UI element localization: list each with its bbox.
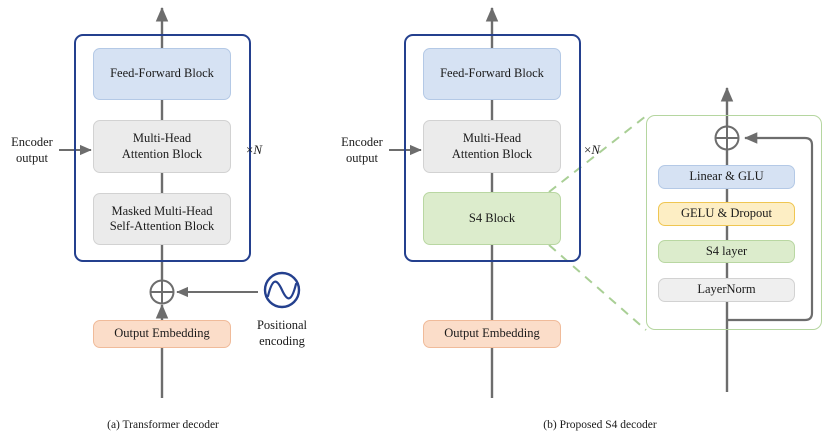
s4-layer-block[interactable]: S4 layer: [658, 240, 795, 263]
s4-block-b[interactable]: S4 Block: [423, 192, 561, 245]
encoder-output-label-b-line1: Encoder: [341, 135, 383, 149]
masked-block-a-label-2: Self-Attention Block: [109, 219, 215, 233]
zoom-guide-bottom: [548, 244, 647, 331]
repeat-count-a: N: [253, 142, 263, 157]
encoder-output-label-b: Encoder output: [334, 135, 390, 166]
multi-head-attention-block-b-label-2: Attention Block: [451, 146, 533, 161]
multi-head-attention-block-a-label-1: Multi-Head: [132, 131, 192, 146]
encoder-output-label-a-line1: Encoder: [11, 135, 53, 149]
layernorm-block[interactable]: LayerNorm: [658, 278, 795, 302]
output-embedding-block-b[interactable]: Output Embedding: [423, 320, 561, 348]
gelu-dropout-block[interactable]: GELU & Dropout: [658, 202, 795, 226]
positional-encoding-label-a: Positional encoding: [248, 318, 316, 349]
repeat-count-b: N: [591, 142, 601, 157]
encoder-output-label-b-line2: output: [346, 150, 378, 165]
multi-head-attention-block-a-label-2: Attention Block: [121, 146, 203, 161]
caption-panel-a: (a) Transformer decoder: [73, 419, 253, 431]
gelu-dropout-block-label: GELU & Dropout: [681, 206, 772, 221]
output-embedding-block-b-label: Output Embedding: [444, 326, 540, 341]
positional-encoding-label-a-line2: encoding: [259, 333, 305, 348]
caption-panel-b-text: (b) Proposed S4 decoder: [543, 419, 657, 431]
zoom-guide-top: [548, 115, 647, 193]
masked-multi-head-self-attention-block-a[interactable]: Masked Multi-Head Self-Attention Block: [93, 193, 231, 245]
s4-layer-block-label: S4 layer: [705, 243, 748, 258]
sine-wave-circle-icon: [263, 271, 301, 309]
feed-forward-block-b[interactable]: Feed-Forward Block: [423, 48, 561, 100]
s4-block-b-label: S4 Block: [468, 210, 516, 225]
feed-forward-block-b-label: Feed-Forward Block: [440, 66, 544, 81]
output-embedding-block-a[interactable]: Output Embedding: [93, 320, 231, 348]
linear-glu-block[interactable]: Linear & GLU: [658, 165, 795, 189]
positional-encoding-label-a-line1: Positional: [256, 318, 307, 332]
output-embedding-block-a-label: Output Embedding: [114, 326, 210, 341]
decoder-stack-outline-a: [74, 34, 251, 262]
decoder-stack-outline-b: [404, 34, 581, 262]
feed-forward-block-a-label: Feed-Forward Block: [110, 66, 214, 81]
repeat-symbol-b: ×: [584, 142, 592, 157]
feed-forward-block-a[interactable]: Feed-Forward Block: [93, 48, 231, 100]
multi-head-attention-block-b[interactable]: Multi-Head Attention Block: [423, 120, 561, 173]
multi-head-attention-block-a[interactable]: Multi-Head Attention Block: [93, 120, 231, 173]
s4-block-detail-outline: [646, 115, 822, 330]
encoder-output-label-a: Encoder output: [4, 135, 60, 166]
repeat-label-b: ×N: [584, 142, 618, 158]
encoder-output-label-a-line2: output: [16, 150, 48, 165]
caption-panel-a-text: (a) Transformer decoder: [107, 419, 219, 431]
inset-skip-connection: [727, 132, 814, 322]
repeat-label-a: ×N: [246, 142, 280, 158]
linear-glu-block-label: Linear & GLU: [689, 169, 764, 184]
repeat-symbol-a: ×: [246, 142, 254, 157]
masked-block-a-label-1: Masked Multi-Head: [111, 203, 213, 218]
caption-panel-b: (b) Proposed S4 decoder: [510, 419, 690, 431]
multi-head-attention-block-b-label-1: Multi-Head: [462, 131, 522, 146]
layernorm-block-label: LayerNorm: [697, 282, 756, 297]
